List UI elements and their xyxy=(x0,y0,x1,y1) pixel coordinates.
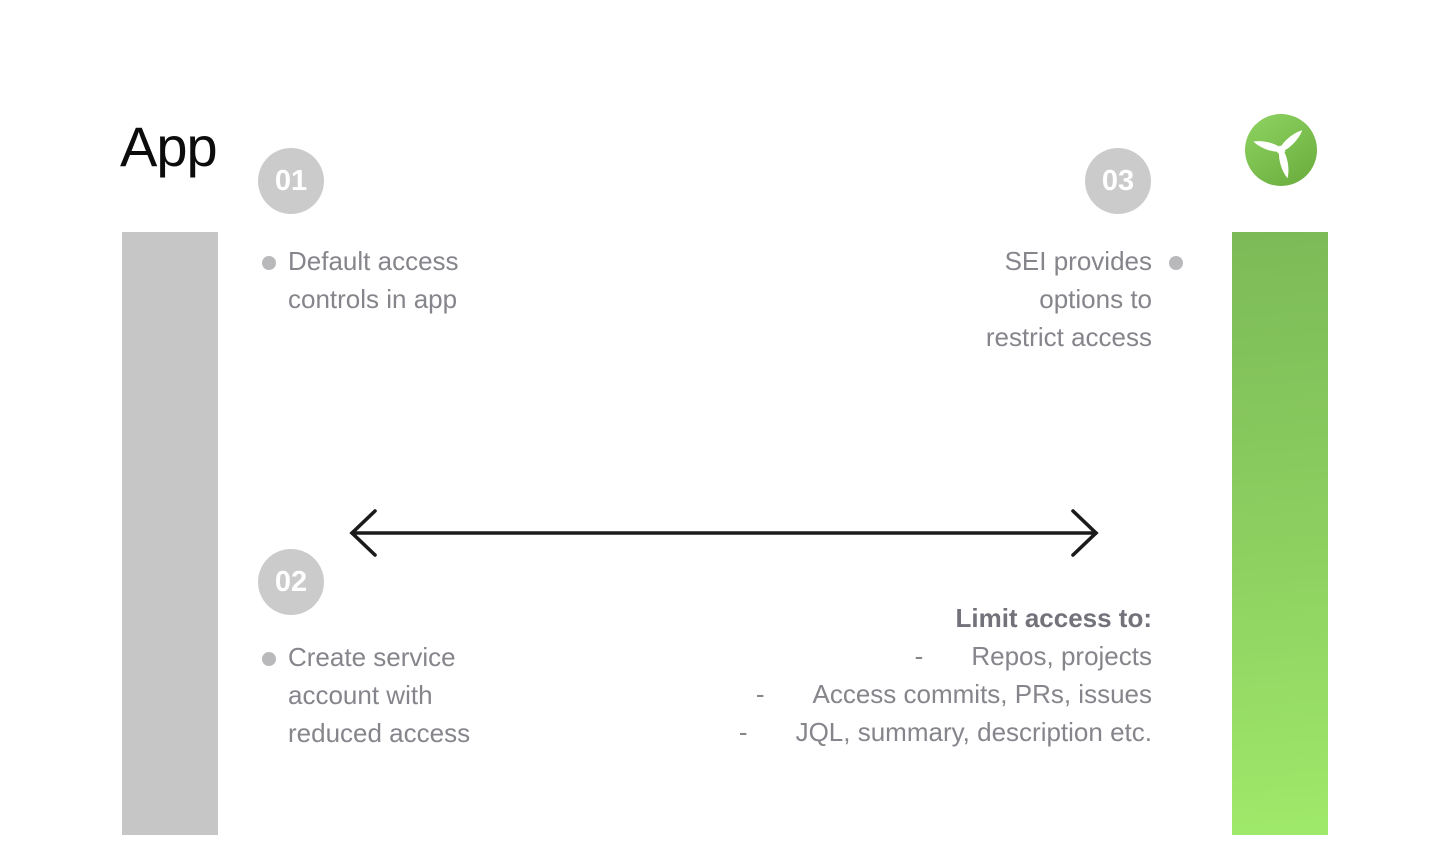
step-number-02: 02 xyxy=(258,549,324,615)
limit-access-list: Limit access to: - Repos, projects - Acces… xyxy=(600,599,1152,751)
limit-access-heading: Limit access to: xyxy=(955,603,1152,633)
step-text-service-account: Create service account with reduced acce… xyxy=(288,642,471,748)
limit-item: - Access commits, PRs, issues xyxy=(600,675,1152,713)
step-number-03: 03 xyxy=(1085,148,1151,214)
bullet-dot-icon xyxy=(262,652,276,666)
list-dash: - xyxy=(914,641,924,671)
sei-column-bar xyxy=(1232,232,1328,835)
step-number-01: 01 xyxy=(258,148,324,214)
double-arrow-icon xyxy=(346,503,1102,563)
limit-item-label: Repos, projects xyxy=(971,641,1152,671)
bullet-dot-icon xyxy=(262,256,276,270)
limit-item-label: JQL, summary, description etc. xyxy=(795,717,1152,747)
step-text-sei-restrict: SEI provides options to restrict access xyxy=(985,246,1152,352)
step-text-default-access: Default access controls in app xyxy=(288,246,459,314)
limit-item: - Repos, projects xyxy=(600,637,1152,675)
bullet-dot-icon xyxy=(1169,256,1183,270)
app-column-bar xyxy=(122,232,218,835)
page-title: App xyxy=(120,115,218,178)
limit-item: - JQL, summary, description etc. xyxy=(600,713,1152,751)
propeller-logo-icon xyxy=(1245,114,1317,186)
limit-item-label: Access commits, PRs, issues xyxy=(812,679,1152,709)
list-dash: - xyxy=(755,679,765,709)
list-dash: - xyxy=(738,717,748,747)
